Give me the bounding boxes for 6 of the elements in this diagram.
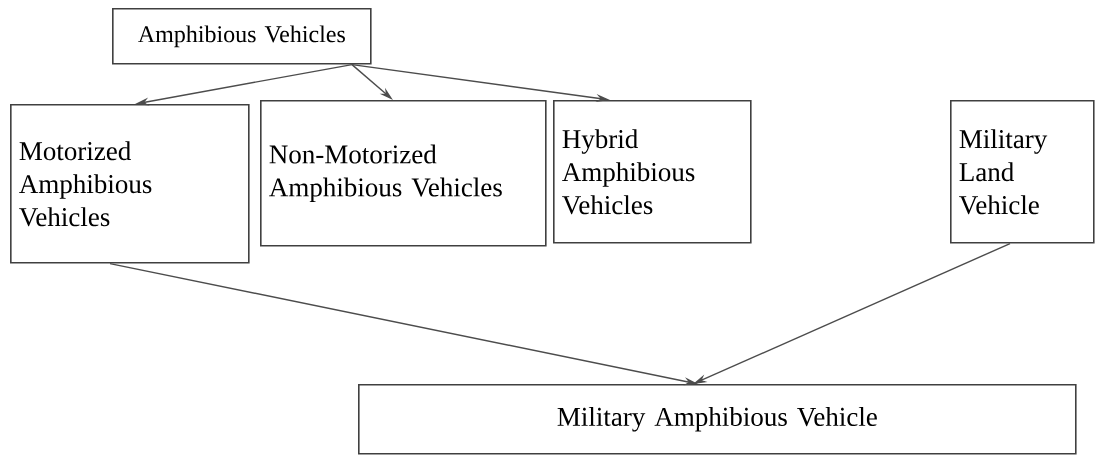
box: Non-Motorized Amphibious Vehicles (260, 100, 547, 247)
box: Motorized Amphibious Vehicles (10, 104, 250, 264)
box: Military Land Vehicle (950, 100, 1095, 244)
box: Amphibious Vehicles (112, 8, 372, 65)
box: Hybrid Amphibious Vehicles (553, 100, 752, 244)
box: Military Amphibious Vehicle (358, 384, 1077, 455)
